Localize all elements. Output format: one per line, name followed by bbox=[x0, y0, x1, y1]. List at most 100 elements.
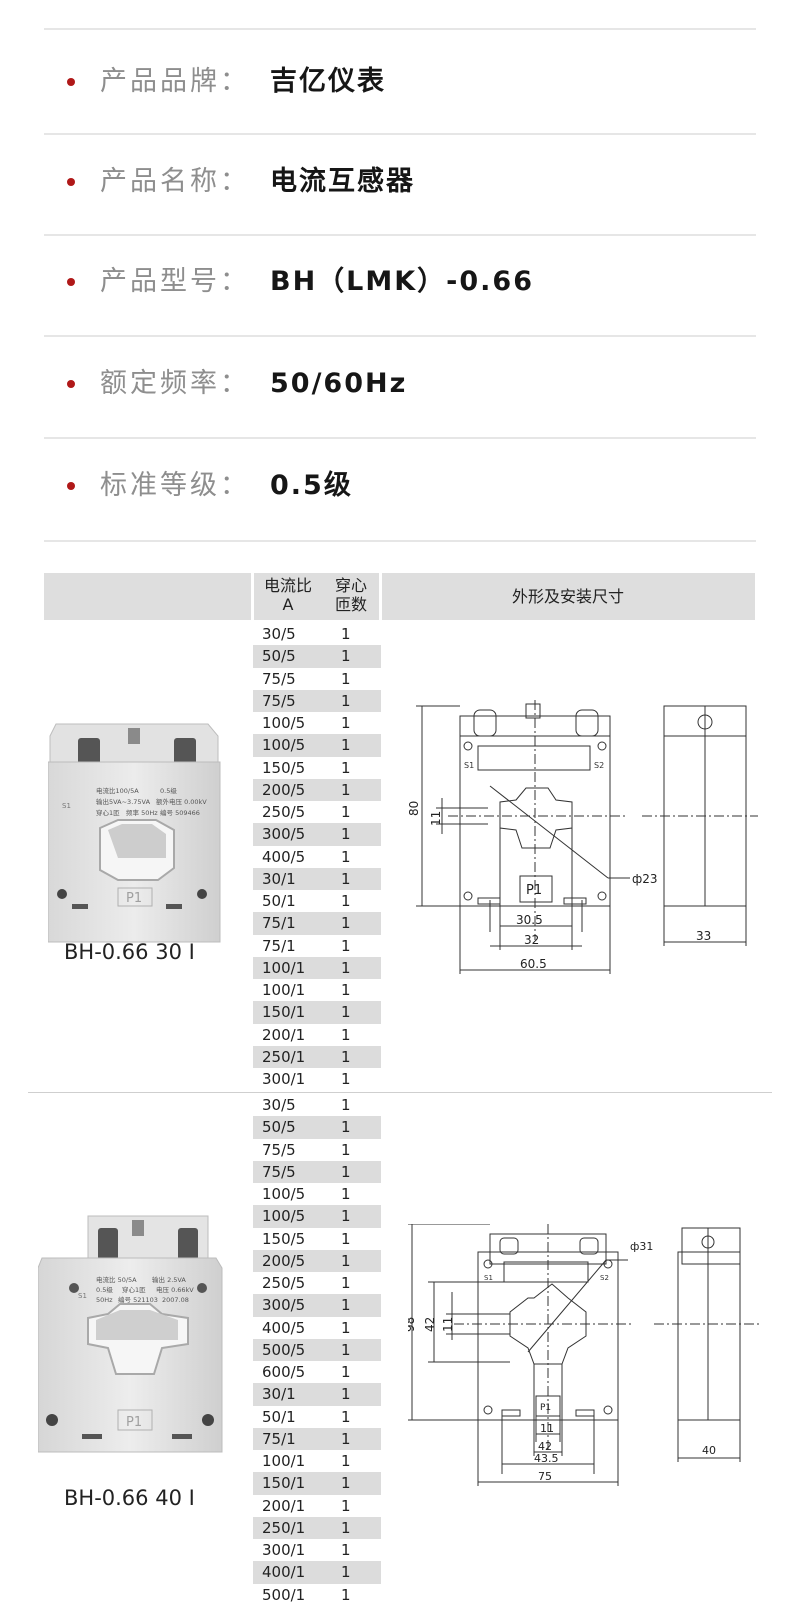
turns-cell: 1 bbox=[341, 1140, 351, 1159]
dim-label: 33 bbox=[696, 929, 711, 943]
turns-cell: 1 bbox=[341, 736, 351, 755]
product-photo-30: 电流比100/5A 0.5级 输出5VA~3.75VA 额外电压 0.00kV … bbox=[48, 723, 221, 943]
current-ratio-cell: 100/1 bbox=[262, 1452, 306, 1470]
header-turns-line1: 穿心 bbox=[334, 576, 367, 595]
nameplate-text: S1 bbox=[62, 802, 71, 810]
nameplate-text: P1 bbox=[126, 891, 142, 906]
nameplate-text: 电流比100/5A bbox=[96, 786, 139, 795]
turns-cell: 1 bbox=[341, 1047, 351, 1066]
turns-cell: 1 bbox=[341, 714, 351, 732]
turns-cell: 1 bbox=[341, 892, 351, 910]
turns-cell: 1 bbox=[341, 914, 351, 933]
spec-value: BH（LMK）-0.66 bbox=[270, 266, 534, 297]
nameplate-text: 额外电压 0.00kV bbox=[156, 797, 207, 806]
dim-label: ф23 bbox=[632, 872, 658, 886]
current-ratio-cell: 30/1 bbox=[262, 1385, 296, 1404]
divider bbox=[44, 540, 756, 542]
table-row: 50/1 1 bbox=[253, 890, 381, 912]
turns-cell: 1 bbox=[341, 1585, 351, 1604]
nameplate-text: 0.5级 bbox=[96, 1285, 113, 1294]
dim-label: 43.5 bbox=[534, 1452, 559, 1465]
dim-label: 80 bbox=[408, 801, 421, 816]
spec-row-accuracy: 标准等级： 0.5级 bbox=[0, 459, 800, 519]
turns-cell: 1 bbox=[341, 625, 351, 643]
current-ratio-cell: 150/5 bbox=[262, 1229, 306, 1248]
nameplate-text: 电压 0.66kV bbox=[156, 1285, 194, 1294]
bullet-icon bbox=[67, 482, 75, 490]
current-ratio-cell: 100/5 bbox=[262, 1185, 306, 1203]
nameplate-text: 编号 521103 bbox=[118, 1295, 158, 1304]
product-photo-40: 电流比 50/5A 输出 2.5VA 0.5级 穿心1匝 电压 0.66kV 5… bbox=[38, 1215, 223, 1453]
spec-value: 吉亿仪表 bbox=[270, 66, 386, 97]
current-ratio-cell: 250/5 bbox=[262, 1274, 306, 1292]
turns-cell: 1 bbox=[341, 981, 351, 999]
header-separator bbox=[251, 573, 254, 620]
spec-label: 标准等级： bbox=[100, 470, 250, 501]
turns-cell: 1 bbox=[341, 1452, 351, 1470]
dim-label: 60.5 bbox=[520, 957, 547, 971]
current-ratio-cell: 600/5 bbox=[262, 1363, 306, 1381]
current-ratio-cell: 30/5 bbox=[262, 1096, 296, 1114]
turns-cell: 1 bbox=[341, 1162, 351, 1181]
spec-label: 产品名称： bbox=[100, 166, 250, 197]
nameplate-text: 0.5级 bbox=[160, 786, 177, 795]
current-ratio-cell: 300/1 bbox=[262, 1070, 306, 1088]
dim-label: 42 bbox=[538, 1440, 552, 1453]
header-ratio-line1: 电流比 bbox=[263, 576, 312, 595]
nameplate-text: 输出5VA~3.75VA bbox=[96, 797, 151, 806]
turns-cell: 1 bbox=[341, 758, 351, 777]
current-ratio-cell: 75/5 bbox=[262, 1140, 296, 1159]
turns-cell: 1 bbox=[341, 869, 351, 888]
turns-cell: 1 bbox=[341, 1207, 351, 1226]
model-label-40: BH-0.66 40 I bbox=[64, 1486, 195, 1510]
header-turns-line2: 匝数 bbox=[334, 595, 367, 614]
current-ratio-cell: 75/1 bbox=[262, 936, 296, 955]
turns-cell: 1 bbox=[341, 803, 351, 821]
header-ratio-line2: A bbox=[282, 595, 294, 614]
nameplate-text: 穿心1匝 bbox=[122, 1285, 146, 1294]
current-ratio-cell: 100/1 bbox=[262, 981, 306, 999]
current-ratio-cell: 250/1 bbox=[262, 1047, 306, 1066]
turns-cell: 1 bbox=[341, 1025, 351, 1044]
spec-row-frequency: 额定频率： 50/60Hz bbox=[0, 357, 800, 417]
dim-label: 11 bbox=[429, 811, 443, 826]
dim-label: S1 bbox=[484, 1274, 493, 1282]
dim-label: S1 bbox=[464, 761, 474, 770]
table-header-dimensions bbox=[381, 573, 755, 620]
header-dimensions-label: 外形及安装尺寸 bbox=[511, 587, 624, 606]
dim-label: 40 bbox=[702, 1444, 716, 1457]
current-ratio-cell: 50/1 bbox=[262, 1407, 296, 1426]
nameplate-text: 穿心1匝 bbox=[96, 808, 120, 817]
nameplate-text: 输出 2.5VA bbox=[152, 1275, 186, 1284]
spec-label: 产品品牌： bbox=[100, 66, 250, 97]
divider bbox=[44, 133, 756, 135]
current-ratio-cell: 75/5 bbox=[262, 691, 296, 710]
table-row: 250/1 1 bbox=[253, 1045, 381, 1068]
current-ratio-cell: 300/1 bbox=[262, 1541, 306, 1559]
turns-cell: 1 bbox=[341, 1496, 351, 1515]
turns-cell: 1 bbox=[341, 669, 351, 688]
current-ratio-cell: 50/1 bbox=[262, 892, 296, 910]
dim-label: S2 bbox=[594, 761, 604, 770]
nameplate-text: 50Hz bbox=[96, 1296, 113, 1304]
turns-cell: 1 bbox=[341, 1185, 351, 1203]
turns-cell: 1 bbox=[341, 936, 351, 955]
